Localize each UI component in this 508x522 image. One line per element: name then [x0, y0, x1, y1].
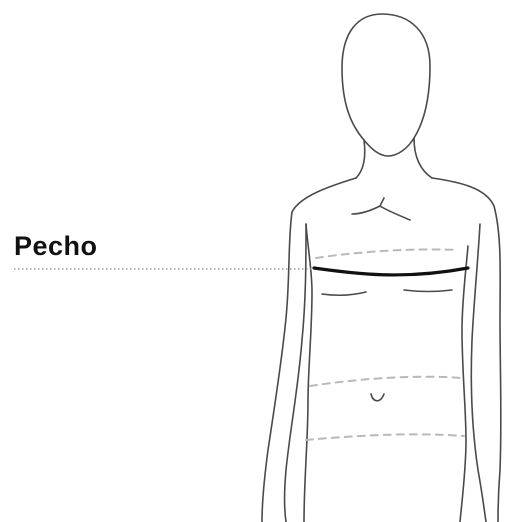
- figure-torso-right: [460, 246, 468, 522]
- figure-right-arm-outer: [432, 178, 501, 522]
- hip-guide: [306, 434, 464, 440]
- figure-left-arm-outer: [262, 178, 356, 522]
- figure-chest-left: [322, 292, 366, 295]
- figure-head: [342, 14, 430, 156]
- figure-neck-right: [414, 138, 432, 178]
- measurement-label: Pecho: [14, 233, 98, 260]
- upper-chest-guide: [316, 249, 458, 258]
- figure-navel: [371, 394, 384, 401]
- figure-chest-right: [404, 290, 452, 292]
- figure-neck-left: [356, 140, 365, 178]
- waist-guide: [310, 377, 462, 386]
- figure-collarbone: [352, 198, 410, 220]
- bust-measurement-line: [314, 268, 468, 275]
- figure-right-arm-inner: [471, 224, 486, 522]
